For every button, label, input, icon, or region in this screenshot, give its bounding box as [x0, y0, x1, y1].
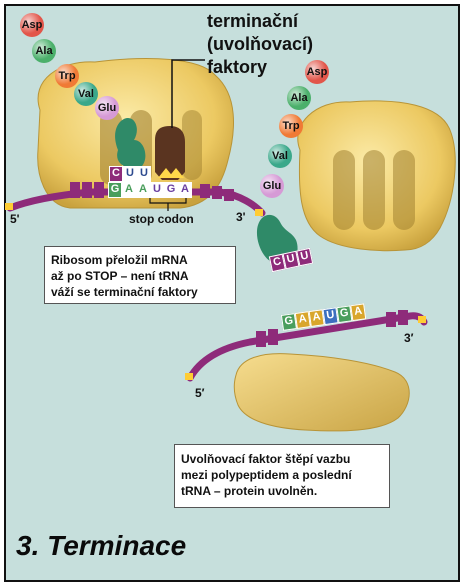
stage-title: 3. Terminace: [16, 530, 187, 561]
release-factor-label-line-3: faktory: [207, 57, 268, 77]
amino-acid-asp: Asp: [20, 13, 44, 37]
nucleotide-a: A: [136, 182, 150, 198]
amino-acid-val: Val: [268, 144, 292, 168]
info-box-1-line-3: váží se terminační faktory: [51, 285, 198, 299]
release-factor-label-line-2: (uvolňovací): [207, 34, 314, 54]
info-box-1-line-2: až po STOP – není tRNA: [51, 269, 189, 283]
nucleotide-g: G: [164, 182, 178, 198]
released-trna: [256, 214, 298, 262]
nucleotide-a: A: [122, 182, 136, 198]
release-factor-label: terminační (uvolňovací) faktory: [207, 10, 313, 79]
factor-pointer-line: [171, 59, 205, 128]
mrna-1: [5, 182, 266, 217]
nucleotide-g: G: [108, 182, 122, 198]
info-box-2: Uvolňovací faktor štěpí vazbu mezi polyp…: [174, 444, 390, 508]
amino-acid-glu: Glu: [260, 174, 284, 198]
mrna-2-five-prime-label: 5′: [195, 386, 205, 400]
info-box-2-line-2: mezi polypeptidem a poslední: [181, 468, 352, 482]
nucleotide-u: U: [137, 166, 151, 182]
info-box-1: Ribosom přeložil mRNA až po STOP – není …: [44, 246, 236, 304]
amino-acid-ala: Ala: [287, 86, 311, 110]
mrna-1-three-prime-label: 3': [236, 210, 246, 224]
mrna-1-five-prime-label: 5': [10, 212, 20, 226]
ribosome-2: [297, 100, 456, 252]
amino-acid-glu: Glu: [95, 96, 119, 120]
amino-acid-trp: Trp: [55, 64, 79, 88]
nucleotide-a: A: [350, 303, 367, 322]
amino-acid-trp: Trp: [279, 114, 303, 138]
nucleotide-u: U: [150, 182, 164, 198]
info-box-1-line-1: Ribosom přeložil mRNA: [51, 253, 188, 267]
nucleotide-u: U: [296, 247, 314, 267]
stop-codon-label: stop codon: [129, 212, 194, 226]
info-box-2-line-1: Uvolňovací faktor štěpí vazbu: [181, 452, 351, 466]
nucleotide-u: U: [123, 166, 137, 182]
small-subunit: [233, 353, 410, 432]
trna-in-ribosome: [115, 118, 146, 168]
amino-acid-ala: Ala: [32, 39, 56, 63]
amino-acid-asp: Asp: [305, 60, 329, 84]
mrna-2: [185, 310, 428, 382]
info-box-2-line-3: tRNA – protein uvolněn.: [181, 484, 318, 498]
release-factor: [155, 126, 185, 180]
nucleotide-c: C: [109, 166, 123, 182]
release-factor-label-line-1: terminační: [207, 11, 299, 31]
amino-acid-val: Val: [74, 82, 98, 106]
nucleotide-a: A: [178, 182, 192, 198]
mrna-2-three-prime-label: 3′: [404, 331, 414, 345]
